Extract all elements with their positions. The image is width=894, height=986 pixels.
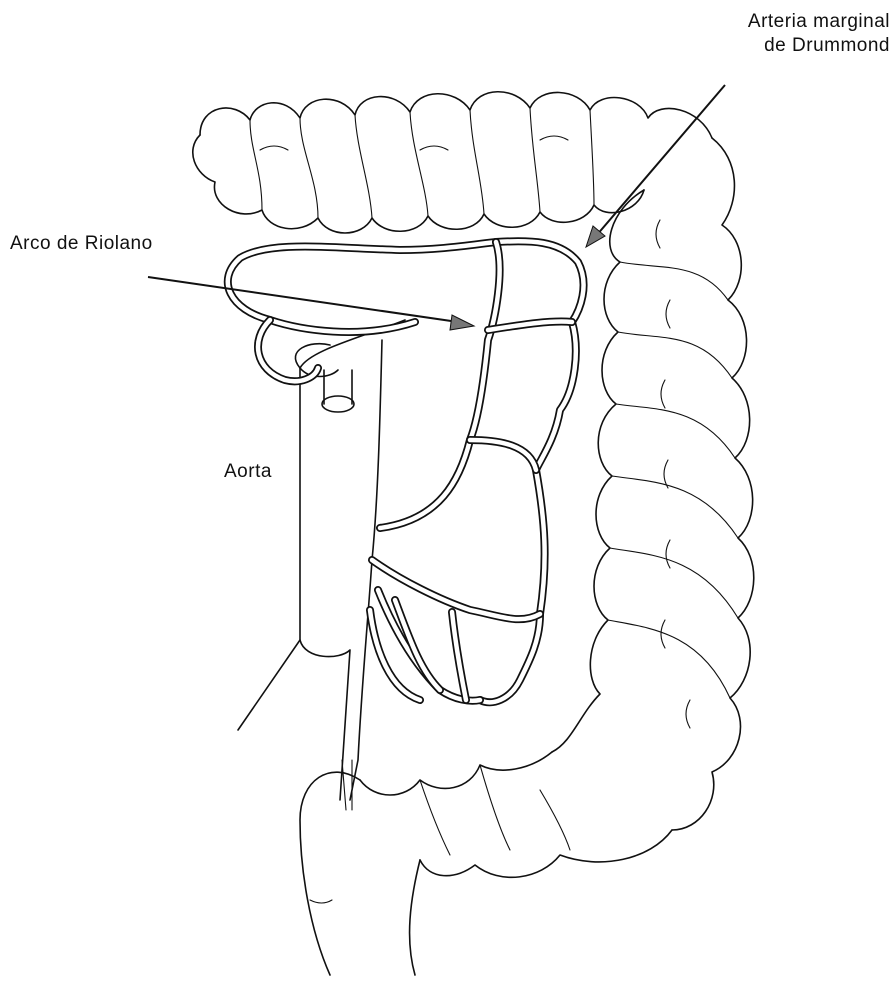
descending-colon xyxy=(552,138,754,830)
arrow-riolano xyxy=(148,277,474,330)
arrow-drummond xyxy=(586,85,725,247)
label-arco-de-riolano: Arco de Riolano xyxy=(10,232,153,256)
transverse-colon xyxy=(193,92,712,233)
arterial-network xyxy=(228,241,584,702)
label-arteria-marginal-drummond: Arteria marginal de Drummond xyxy=(660,10,890,58)
label-aorta: Aorta xyxy=(224,460,272,484)
sigmoid-colon xyxy=(300,752,672,975)
label-drummond-line1: Arteria marginal xyxy=(660,10,890,34)
label-drummond-line2: de Drummond xyxy=(660,34,890,58)
